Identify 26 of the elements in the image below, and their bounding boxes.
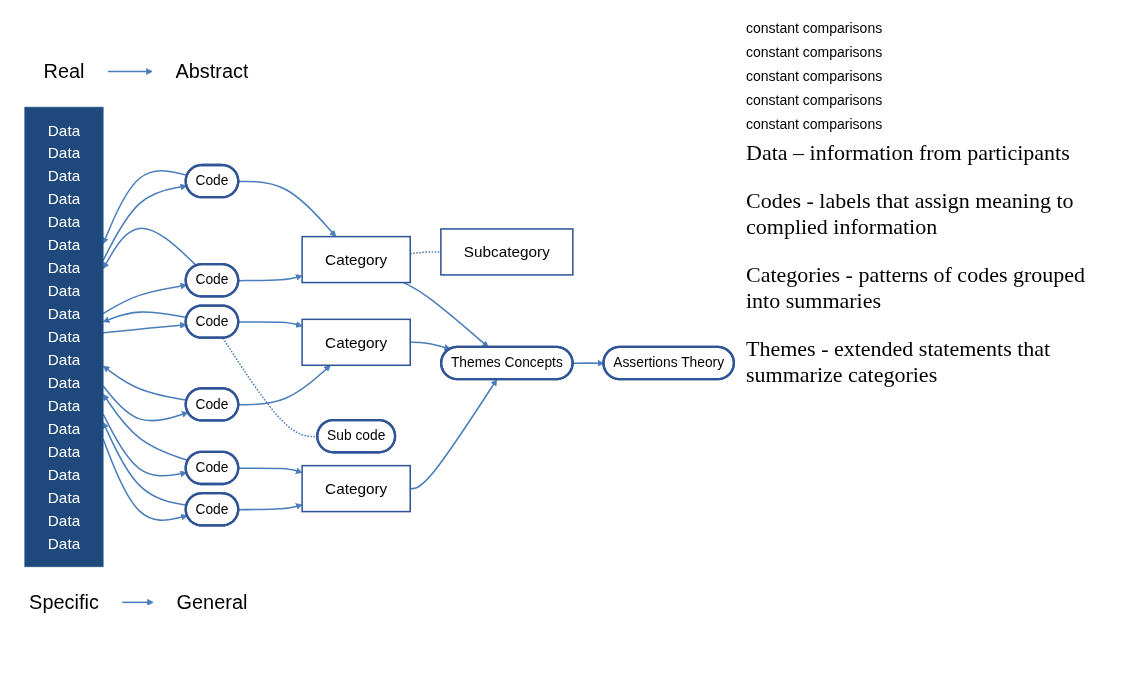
definition-text: Themes - extended statements that summarize categories (746, 336, 1052, 388)
arrow (102, 321, 187, 334)
node-box: Subcategory (440, 227, 574, 276)
node-box: Category (301, 464, 411, 512)
arrow (102, 282, 188, 314)
node-box: Category (301, 235, 411, 283)
arrow (102, 393, 189, 461)
node-box: Data Data Data Data Data Data Data Data Data Data Data Data Data Data Data Data Data Data Data (24, 106, 104, 567)
arrow (102, 183, 188, 261)
edge-note: constant comparisons (746, 20, 884, 36)
node-text: Abstract (175, 59, 249, 83)
definition-text: Categories - patterns of codes grouped into summaries (746, 262, 1087, 314)
edge-note: constant comparisons (746, 44, 884, 60)
arrow (106, 67, 153, 75)
edge-note: constant comparisons (746, 92, 884, 108)
definition-text: Data – information from participants (746, 140, 1071, 166)
node-text: Real (43, 59, 85, 83)
arrow (102, 227, 198, 269)
node-box: Category (301, 318, 411, 366)
edge-note: constant comparisons (746, 116, 884, 132)
node-text: Specific (29, 590, 99, 614)
edge-note: constant comparisons (746, 68, 884, 84)
arrow (102, 384, 189, 422)
node-text: General (176, 590, 248, 614)
definition-text: Codes - labels that assign meaning to complied information (746, 188, 1075, 240)
arrow (121, 598, 154, 606)
